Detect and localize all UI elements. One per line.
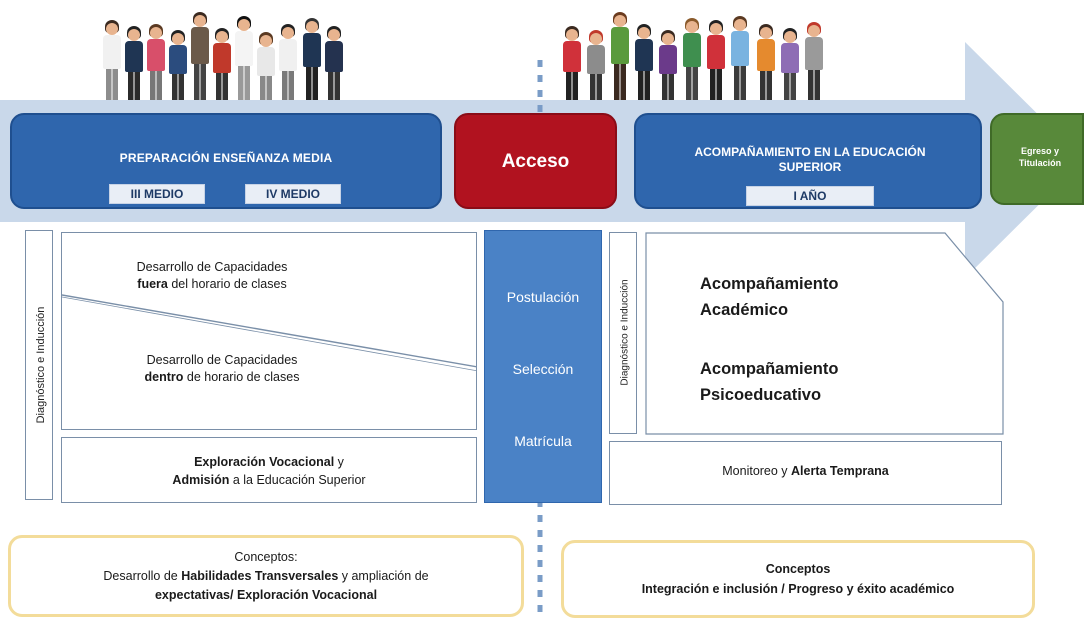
concepts-left-bold: Habilidades Transversales <box>181 569 339 583</box>
person-figure <box>276 24 300 100</box>
person-figure <box>728 16 752 100</box>
badge-i-ano: I AÑO <box>746 186 874 206</box>
capacities-outside-rest: del horario de clases <box>167 277 287 291</box>
monitoring-text: Monitoreo y Alerta Temprana <box>610 464 1001 478</box>
stage-graduation: Egreso y Titulación <box>990 113 1084 205</box>
person-figure <box>122 26 146 100</box>
person-figure <box>754 24 778 100</box>
concepts-left-box: Conceptos: Desarrollo de Habilidades Tra… <box>8 535 524 617</box>
person-figure <box>232 16 256 100</box>
psycho-support-line2: Psicoeducativo <box>700 386 822 404</box>
capacities-inside: Desarrollo de Capacidades dentro de hora… <box>102 352 342 386</box>
stage-access-title: Acceso <box>501 151 570 172</box>
support-panel-shape <box>645 232 1004 435</box>
capacities-outside-line1: Desarrollo de Capacidades <box>136 260 288 274</box>
capacities-panel: Desarrollo de Capacidades fuera del hora… <box>61 232 477 430</box>
person-figure <box>560 26 584 100</box>
step-matricula: Matrícula <box>514 433 572 449</box>
person-figure <box>802 22 826 100</box>
capacities-inside-line1: Desarrollo de Capacidades <box>146 353 298 367</box>
concepts-right-heading: Conceptos <box>765 562 831 576</box>
person-figure <box>322 26 346 100</box>
academic-support-line2: Académico <box>700 301 789 319</box>
psycho-support: Acompañamiento Psicoeducativo <box>700 356 940 408</box>
concepts-right-box: Conceptos Integración e inclusión / Prog… <box>561 540 1035 618</box>
capacities-inside-bold: dentro <box>144 370 184 384</box>
capacities-inside-rest: de horario de clases <box>183 370 300 384</box>
vocational-exploration-bold: Exploración Vocacional <box>194 455 335 469</box>
access-steps-column: Postulación Selección Matrícula <box>484 230 602 503</box>
psycho-support-line1: Acompañamiento <box>700 360 839 378</box>
university-students-illustration <box>560 10 850 100</box>
person-figure <box>656 30 680 100</box>
person-figure <box>680 18 704 100</box>
person-figure <box>704 20 728 100</box>
concepts-right-text: Conceptos Integración e inclusión / Prog… <box>564 559 1032 599</box>
left-diagnosis-panel: Diagnóstico e Inducción <box>25 230 53 500</box>
students-group-illustration <box>100 10 360 100</box>
person-figure <box>166 30 190 100</box>
vocational-exploration-text: Exploración Vocacional y Admisión a la E… <box>62 453 476 489</box>
stage-support-title: ACOMPAÑAMIENTO EN LA EDUCACIÓN SUPERIOR <box>694 145 926 174</box>
left-diagnosis-label: Diagnóstico e Inducción <box>35 306 47 424</box>
diagonal-divider <box>62 294 476 372</box>
concepts-left-plain: Desarrollo de <box>103 569 182 583</box>
person-figure <box>608 12 632 100</box>
step-postulacion: Postulación <box>506 289 580 305</box>
badge-iii-medio: III MEDIO <box>109 184 205 204</box>
admission-rest: a la Educación Superior <box>229 473 366 487</box>
concepts-left-rest: y ampliación de <box>338 569 429 583</box>
capacities-outside: Desarrollo de Capacidades fuera del hora… <box>102 259 322 293</box>
stage-preparation-title: PREPARACIÓN ENSEÑANZA MEDIA <box>119 151 333 165</box>
monitoring-panel: Monitoreo y Alerta Temprana <box>609 441 1002 505</box>
person-figure <box>254 32 278 100</box>
step-seleccion: Selección <box>512 361 574 377</box>
vocational-exploration-panel: Exploración Vocacional y Admisión a la E… <box>61 437 477 503</box>
stage-support: ACOMPAÑAMIENTO EN LA EDUCACIÓN SUPERIOR … <box>634 113 982 209</box>
vocational-exploration-rest: y <box>334 455 344 469</box>
person-figure <box>210 28 234 100</box>
concepts-left-heading: Conceptos: <box>234 550 298 564</box>
person-figure <box>188 12 212 100</box>
stage-graduation-title: Egreso y Titulación <box>1018 146 1062 168</box>
person-figure <box>144 24 168 100</box>
right-diagnosis-label: Diagnóstico e Inducción <box>619 279 631 386</box>
early-alert-bold: Alerta Temprana <box>791 464 889 478</box>
person-figure <box>778 28 802 100</box>
admission-bold: Admisión <box>172 473 230 487</box>
person-figure <box>584 30 608 100</box>
person-figure <box>100 20 124 100</box>
academic-support: Acompañamiento Académico <box>700 271 940 323</box>
concepts-left-text: Conceptos: Desarrollo de Habilidades Tra… <box>11 548 521 605</box>
concepts-right-line1: Integración e inclusión / Progreso y éxi… <box>641 582 955 596</box>
person-figure <box>632 24 656 100</box>
academic-support-line1: Acompañamiento <box>700 275 839 293</box>
right-diagnosis-panel: Diagnóstico e Inducción <box>609 232 637 434</box>
stage-preparation: PREPARACIÓN ENSEÑANZA MEDIA III MEDIO IV… <box>10 113 442 209</box>
stage-access: Acceso <box>454 113 617 209</box>
badge-iv-medio: IV MEDIO <box>245 184 341 204</box>
capacities-outside-bold: fuera <box>137 277 168 291</box>
person-figure <box>300 18 324 100</box>
monitoring-plain: Monitoreo y <box>722 464 792 478</box>
concepts-left-line2: expectativas/ Exploración Vocacional <box>154 588 378 602</box>
